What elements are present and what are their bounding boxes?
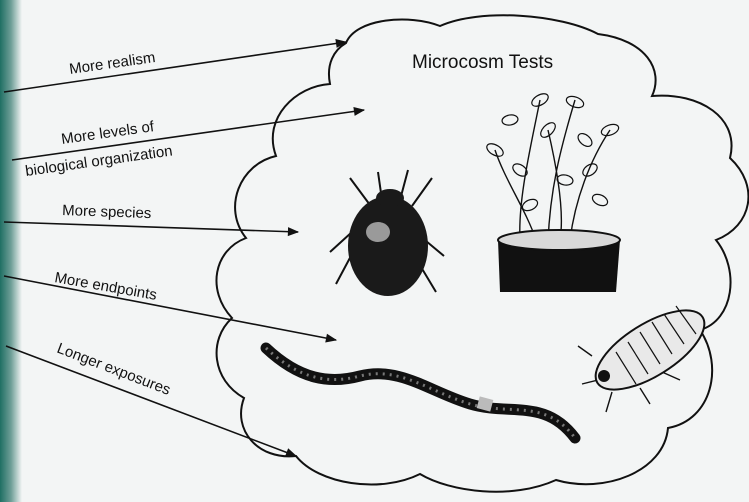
- diagram-title: Microcosm Tests: [412, 52, 553, 73]
- left-frame-edge: [0, 0, 22, 502]
- arrow-label-more-species: More species: [62, 202, 152, 222]
